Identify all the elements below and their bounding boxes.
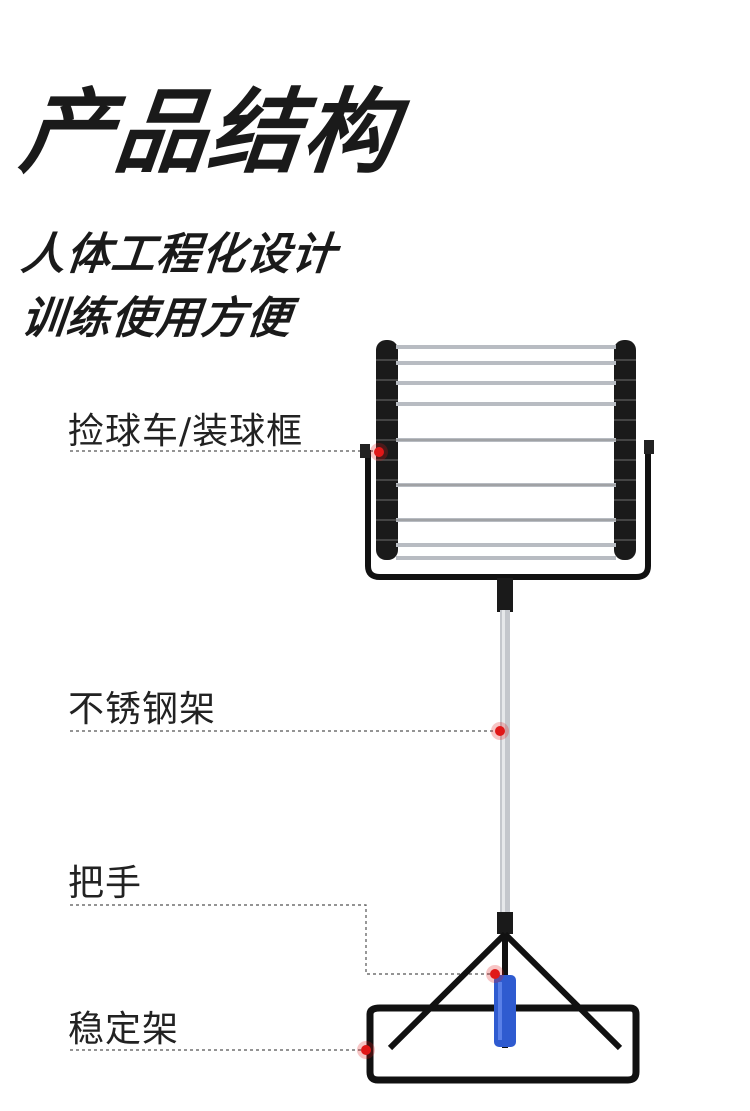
right-axle-knob (644, 440, 654, 454)
marker-handle (490, 969, 500, 979)
callout-label-ball-basket: 捡球车/装球框 (68, 411, 304, 452)
marker-steel-frame (495, 726, 505, 736)
rod-highlights (396, 439, 616, 521)
callout-label-stabilizer: 稳定架 (68, 1009, 180, 1050)
callout-label-steel-frame: 不锈钢架 (68, 689, 217, 730)
pole-joint (497, 912, 513, 934)
marker-ball-basket (374, 447, 384, 457)
left-axle-knob (360, 444, 370, 458)
marker-stabilizer (361, 1045, 371, 1055)
stabilizer-stand (366, 931, 640, 1084)
steel-rods (396, 345, 616, 560)
steel-pole (497, 578, 513, 934)
leader-line-handle (70, 904, 494, 975)
ball-basket-drum (360, 340, 654, 580)
u-bracket (365, 440, 651, 580)
leader-lines (70, 450, 498, 1051)
right-wheel (614, 340, 636, 560)
wheel-teeth (376, 359, 636, 541)
base-frame (366, 1004, 640, 1084)
callout-markers (357, 443, 509, 1059)
handle-grip (494, 975, 516, 1047)
left-wheel (376, 340, 398, 560)
callout-label-handle: 把手 (68, 863, 143, 904)
pole-collar (497, 578, 513, 612)
